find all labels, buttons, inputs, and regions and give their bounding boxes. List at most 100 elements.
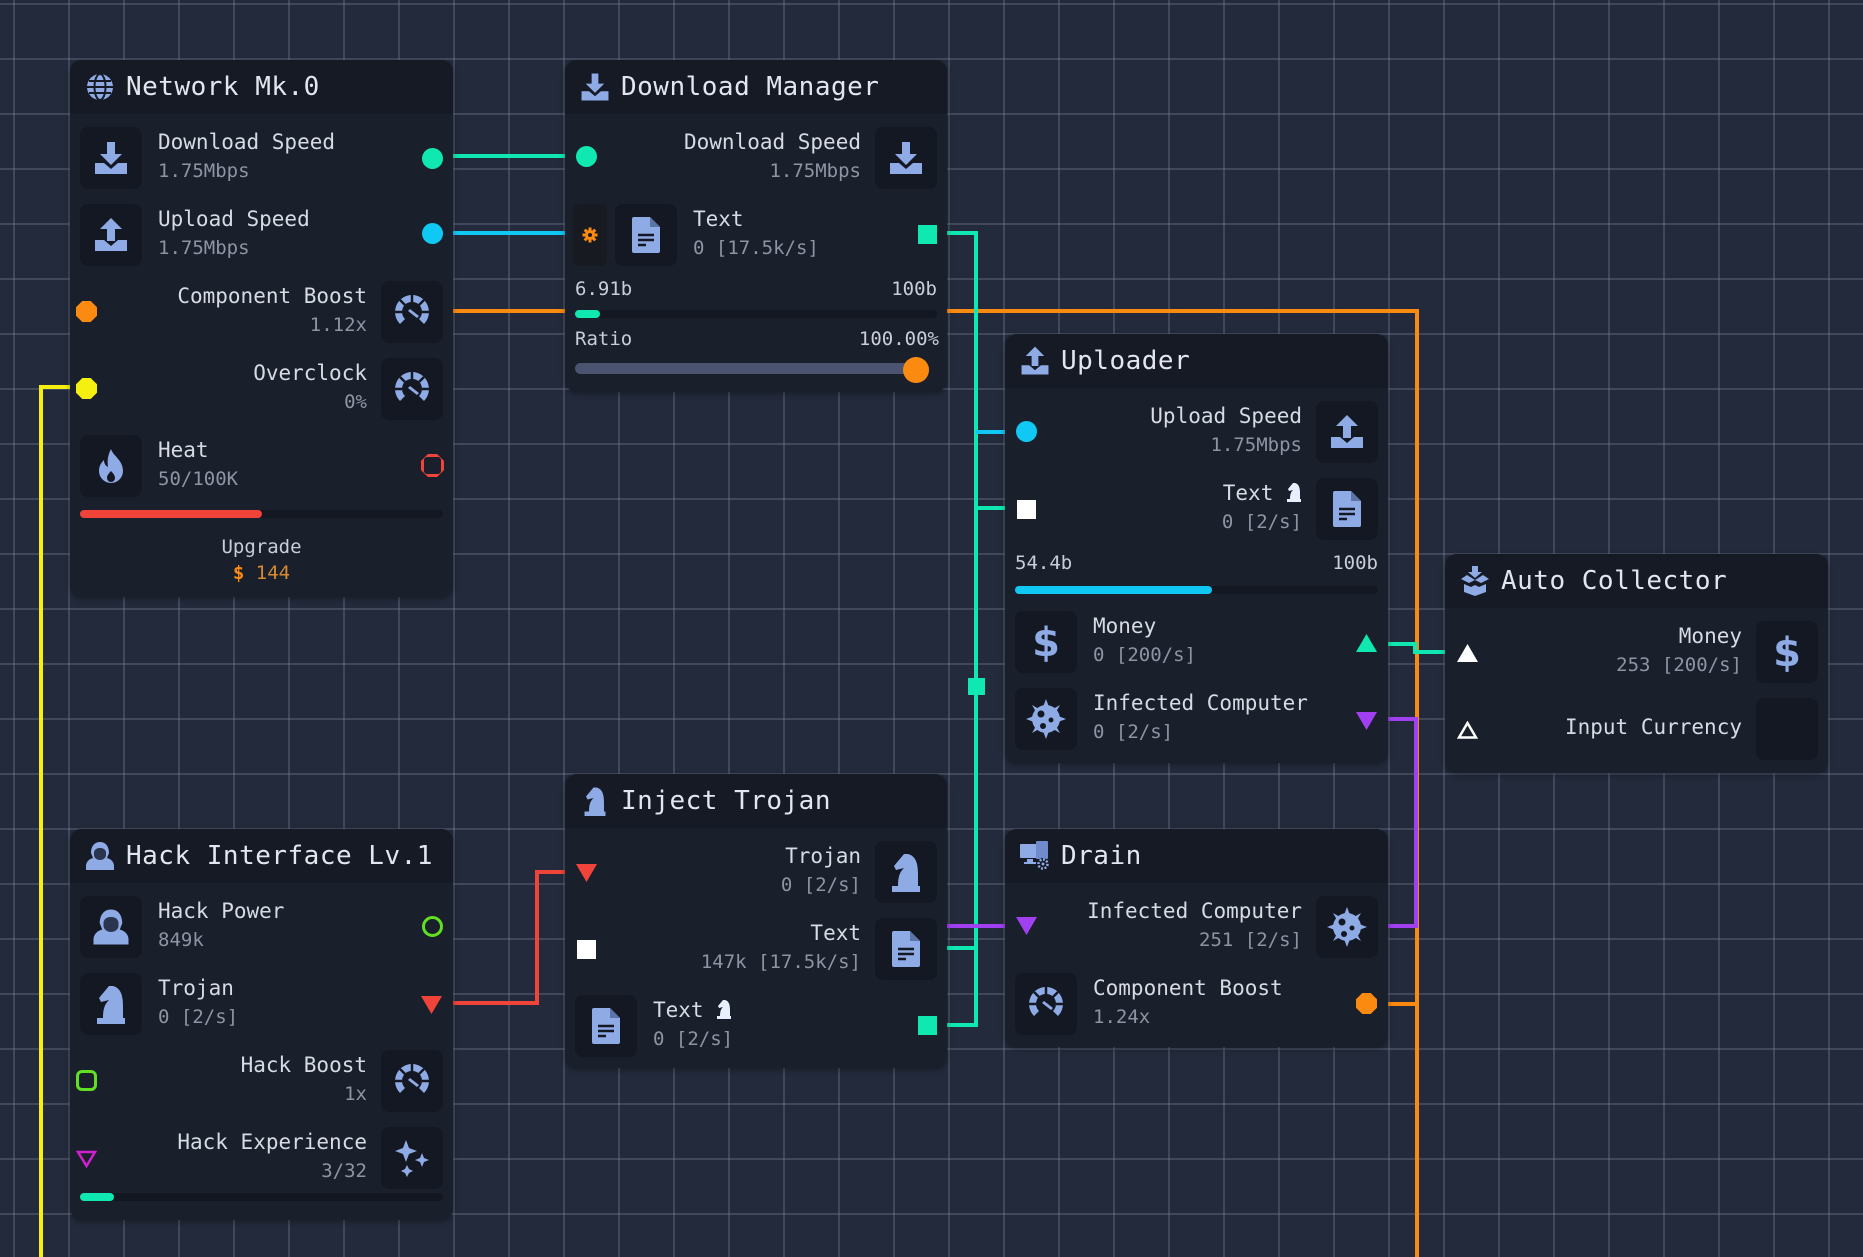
row-overclock: Overclock 0% — [70, 351, 453, 428]
hack-power-output-port[interactable] — [422, 916, 443, 937]
row-value: 147k [17.5k/s] — [700, 951, 861, 973]
row-label-text: Text — [653, 998, 704, 1022]
row-value: 1.75Mbps — [158, 237, 250, 259]
row-value: 1.75Mbps — [158, 160, 250, 182]
node-header[interactable]: Auto Collector — [1445, 554, 1828, 608]
download-speed-output-port[interactable] — [422, 148, 443, 169]
wire-money — [1388, 642, 1445, 654]
trojan-input-port[interactable] — [576, 864, 597, 882]
node-hack-interface[interactable]: Hack Interface Lv.1 Hack Power 849k Troj… — [70, 829, 453, 1220]
node-auto-collector[interactable]: Auto Collector Money 253 [200/s] $ Input… — [1445, 554, 1828, 773]
infected-computer-input-port[interactable] — [1016, 917, 1037, 935]
row-input-currency: Input Currency — [1445, 691, 1828, 768]
node-title: Network Mk.0 — [126, 72, 320, 102]
row-label-text: Text — [1222, 481, 1274, 505]
row-label: Upload Speed — [1150, 404, 1302, 428]
document-icon — [1316, 478, 1378, 540]
gauge-icon — [381, 281, 443, 343]
download-icon — [80, 127, 142, 189]
money-input-port[interactable] — [1457, 644, 1478, 662]
node-drain[interactable]: Drain Infected Computer 251 [2/s] Compon… — [1005, 829, 1388, 1047]
row-value: 1.24x — [1093, 1006, 1151, 1028]
row-label: Component Boost — [177, 284, 367, 308]
text-output-port[interactable] — [918, 225, 937, 244]
settings-button[interactable] — [573, 204, 607, 266]
hack-experience-input-port[interactable] — [76, 1150, 97, 1168]
upgrade-cost: 144 — [255, 562, 291, 584]
node-header[interactable]: Uploader — [1005, 334, 1388, 388]
row-component-boost: Component Boost 1.12x — [70, 274, 453, 351]
text-input-port[interactable] — [577, 940, 596, 959]
row-value: 1.75Mbps — [1210, 434, 1302, 456]
knight-icon — [717, 1000, 732, 1019]
document-icon — [875, 918, 937, 980]
input-currency-port[interactable] — [1457, 721, 1478, 739]
storage-bar-fill — [1015, 586, 1213, 594]
upload-icon — [1316, 401, 1378, 463]
row-value: 849k — [158, 929, 204, 951]
download-icon — [875, 127, 937, 189]
node-header[interactable]: Download Manager — [565, 60, 947, 114]
row-value: 0 [2/s] — [780, 874, 861, 896]
node-header[interactable]: Network Mk.0 — [70, 60, 453, 114]
row-value: 0 [2/s] — [653, 1028, 734, 1050]
row-label: Text — [693, 207, 744, 231]
row-value: 50/100K — [158, 468, 239, 490]
row-label: Download Speed — [158, 130, 336, 154]
row-label: Money — [1093, 614, 1157, 638]
upgrade-button[interactable]: Upgrade $ 144 — [70, 530, 453, 594]
row-value: 3/32 — [321, 1160, 367, 1182]
knight-icon — [80, 973, 142, 1035]
empty-slot[interactable] — [1756, 698, 1818, 760]
row-hack-experience: Hack Experience 3/32 — [70, 1120, 453, 1197]
node-title: Drain — [1061, 841, 1142, 871]
row-value: 1x — [344, 1083, 367, 1105]
row-label: Overclock — [253, 361, 367, 385]
node-header[interactable]: Inject Trojan — [565, 774, 947, 828]
row-download-speed: Download Speed 1.75Mbps — [70, 120, 453, 197]
component-boost-input-port[interactable] — [76, 301, 97, 322]
overclock-input-port[interactable] — [76, 378, 97, 399]
component-boost-output-port[interactable] — [1356, 993, 1377, 1014]
trojan-output-port[interactable] — [421, 996, 442, 1014]
heat-output-port[interactable] — [421, 454, 444, 477]
row-heat: Heat 50/100K — [70, 428, 453, 505]
node-header[interactable]: Drain — [1005, 829, 1388, 883]
money-output-port[interactable] — [1356, 634, 1377, 652]
row-value: 0% — [344, 391, 367, 413]
node-uploader[interactable]: Uploader Upload Speed 1.75Mbps Text 0 [2… — [1005, 334, 1388, 763]
storage-bar — [575, 310, 937, 318]
row-component-boost: Component Boost 1.24x — [1005, 966, 1388, 1043]
row-label: Hack Experience — [177, 1130, 367, 1154]
infected-computer-output-port[interactable] — [1356, 712, 1377, 730]
row-value: 0 [2/s] — [1093, 721, 1174, 743]
gauge-icon — [381, 358, 443, 420]
download-speed-input-port[interactable] — [576, 146, 597, 167]
node-title: Auto Collector — [1501, 566, 1728, 596]
upload-speed-input-port[interactable] — [1016, 421, 1037, 442]
text-input-port[interactable] — [1017, 500, 1036, 519]
hacker-icon — [84, 840, 116, 872]
row-hack-power: Hack Power 849k — [70, 889, 453, 966]
node-header[interactable]: Hack Interface Lv.1 — [70, 829, 453, 883]
box-collect-icon — [1459, 565, 1491, 597]
ratio-slider-handle[interactable] — [903, 357, 929, 383]
virus-icon — [1316, 896, 1378, 958]
hack-boost-input-port[interactable] — [76, 1070, 97, 1091]
node-download-manager[interactable]: Download Manager Download Speed 1.75Mbps… — [565, 60, 947, 392]
node-inject-trojan[interactable]: Inject Trojan Trojan 0 [2/s] Text 147k [… — [565, 774, 947, 1068]
storage-current: 54.4b — [1015, 552, 1073, 574]
row-label: Component Boost — [1093, 976, 1283, 1000]
dollar-icon: $ — [1756, 621, 1818, 683]
row-label: Input Currency — [1564, 715, 1742, 739]
row-text-output: Text 0 [2/s] — [565, 988, 947, 1065]
text-output-port[interactable] — [918, 1016, 937, 1035]
ratio-slider[interactable] — [575, 363, 929, 374]
upload-speed-output-port[interactable] — [422, 223, 443, 244]
knight-icon — [875, 841, 937, 903]
heat-bar — [80, 510, 443, 518]
computer-gear-icon — [1019, 840, 1051, 872]
wire-infected-computer — [1388, 717, 1418, 928]
heat-bar-fill — [80, 510, 262, 518]
node-network[interactable]: Network Mk.0 Download Speed 1.75Mbps Upl… — [70, 60, 453, 597]
